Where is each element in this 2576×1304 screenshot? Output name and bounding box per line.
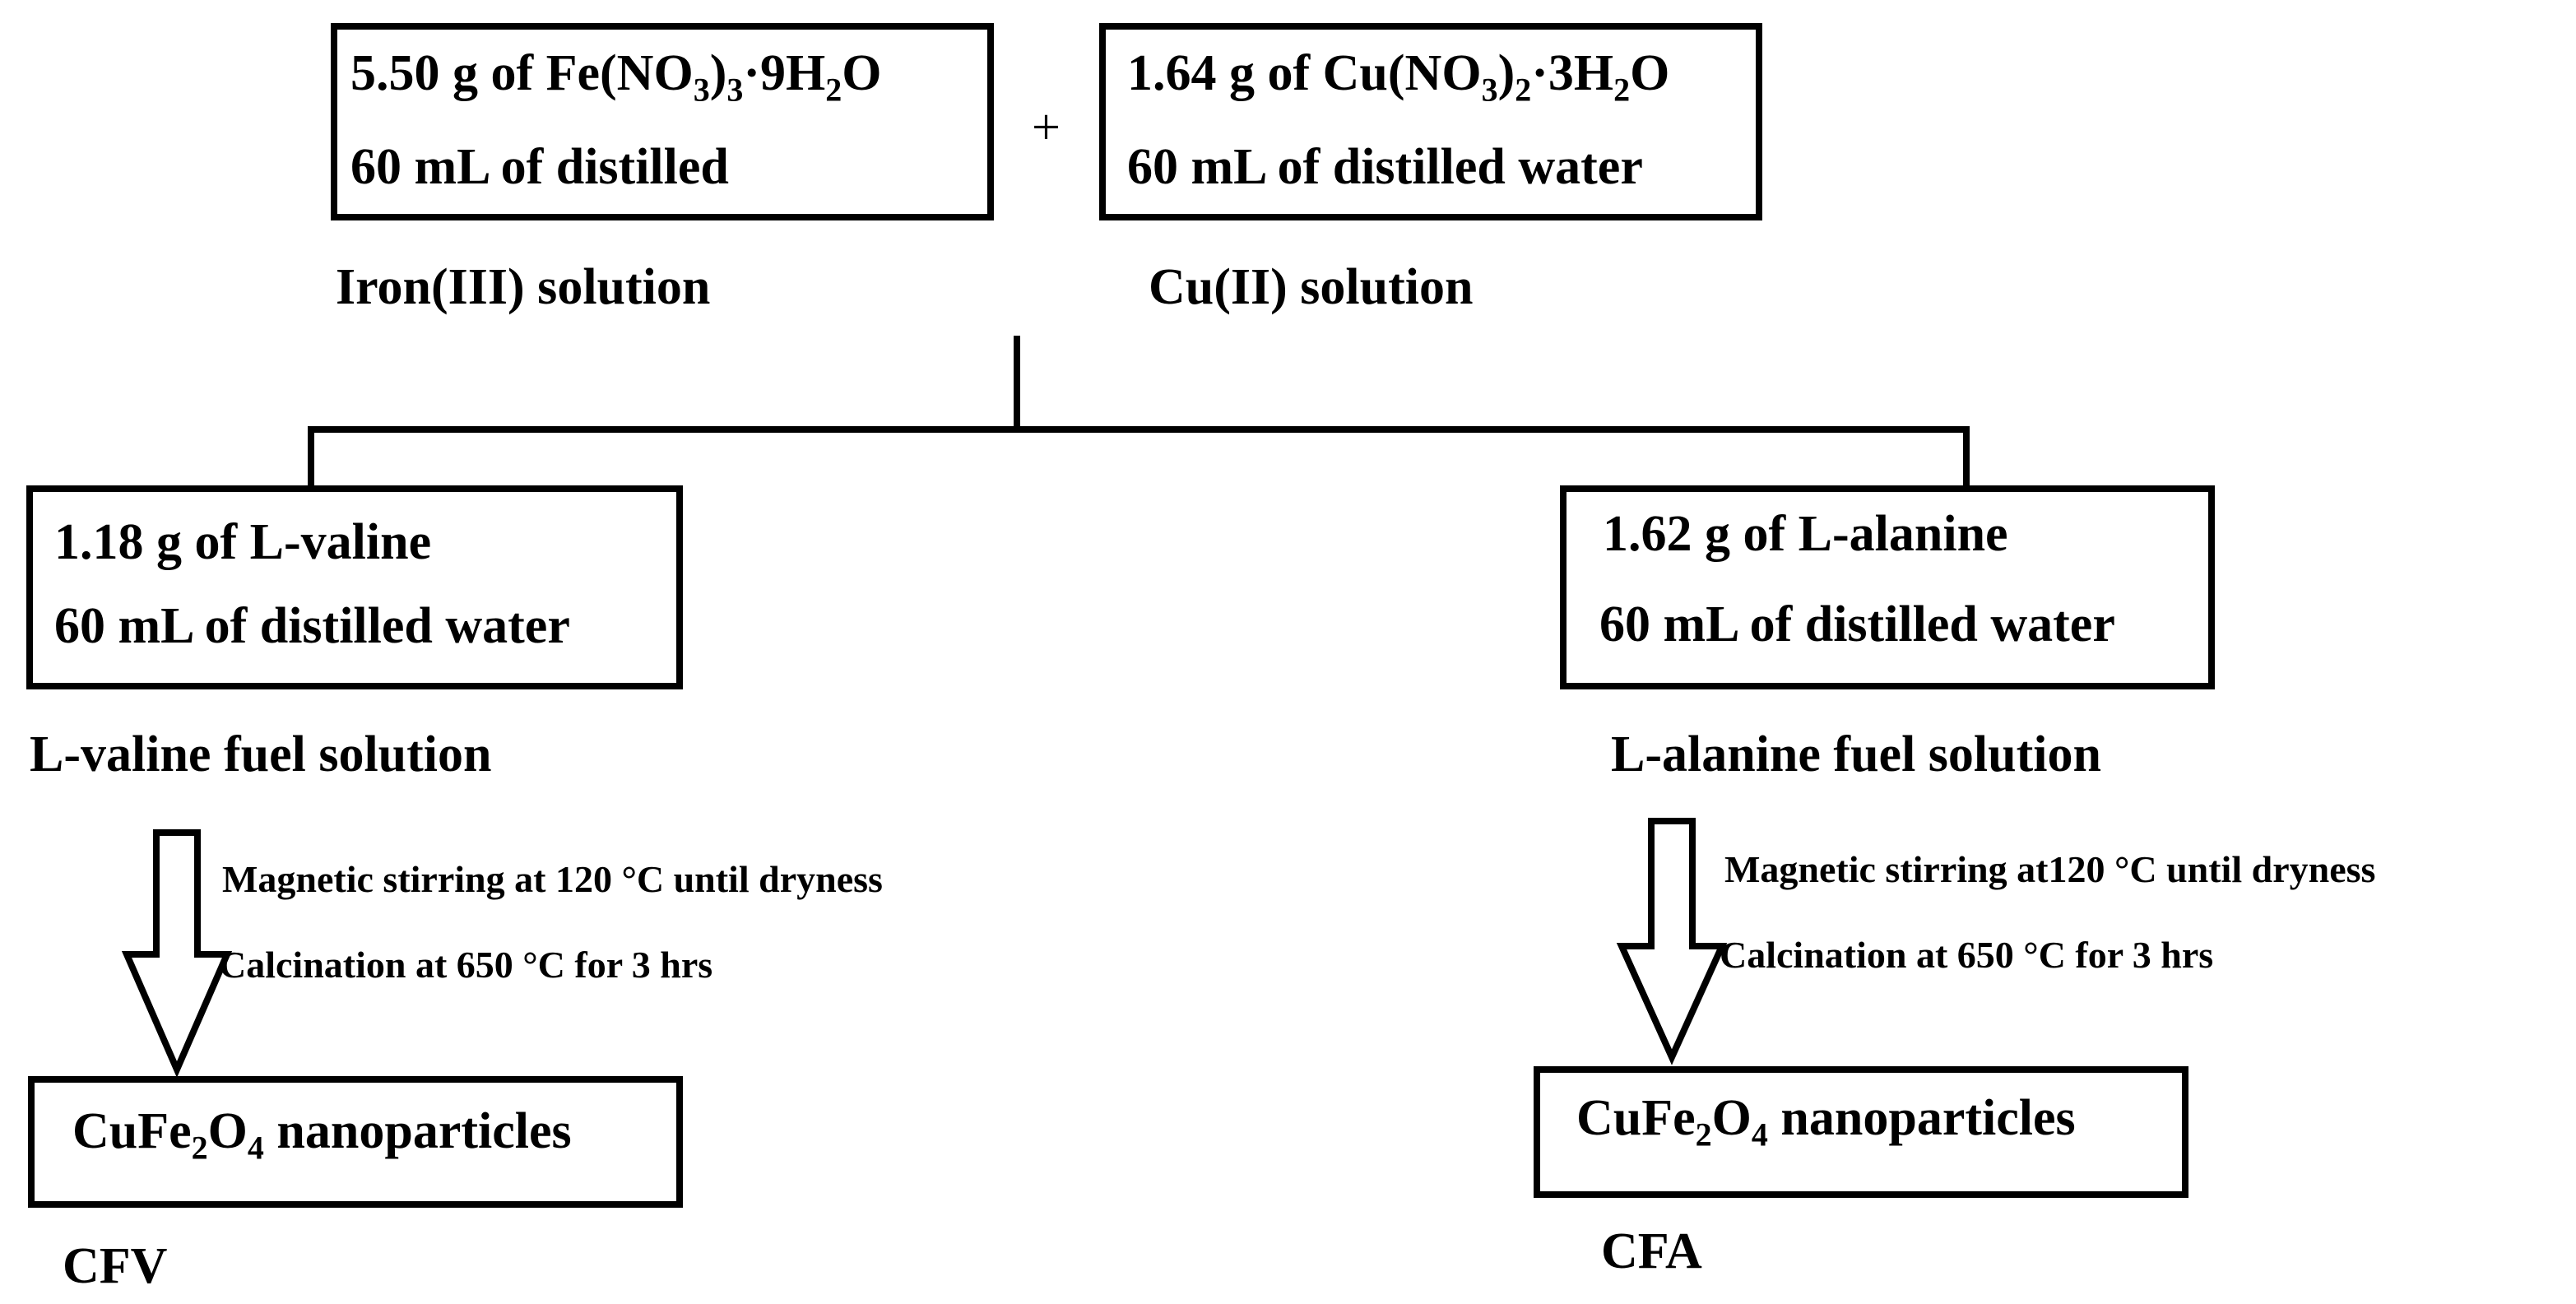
left-product-box — [28, 1076, 683, 1208]
iron-line-1: 5.50 g of Fe(NO3)3·9H2O — [350, 45, 882, 109]
plus-sign: + — [1032, 100, 1061, 155]
iron-line-2: 60 mL of distilled — [350, 139, 729, 195]
right-step-calcination: Calcination at 650 °C for 3 hrs — [1720, 934, 2214, 976]
left-arrow-icon — [121, 829, 233, 1079]
left-product-text: CuFe2O4 nanoparticles — [72, 1103, 572, 1167]
iron-caption: Iron(III) solution — [336, 259, 711, 315]
valine-solution-box — [26, 485, 683, 689]
alanine-line-1: 1.62 g of L-alanine — [1603, 506, 2008, 562]
iron-solution-box — [331, 23, 994, 220]
left-step-calcination: Calcination at 650 °C for 3 hrs — [219, 944, 713, 986]
valine-caption: L-valine fuel solution — [30, 726, 492, 782]
alanine-line-2: 60 mL of distilled water — [1599, 596, 2115, 652]
cu-caption: Cu(II) solution — [1149, 259, 1474, 315]
valine-line-2: 60 mL of distilled water — [54, 598, 570, 654]
right-product-text: CuFe2O4 nanoparticles — [1576, 1090, 2076, 1153]
right-product-label: CFA — [1601, 1223, 1702, 1279]
alanine-solution-box — [1560, 485, 2215, 689]
cu-solution-box — [1099, 23, 1762, 220]
right-product-box — [1534, 1066, 2188, 1198]
cu-line-1: 1.64 g of Cu(NO3)2·3H2O — [1127, 45, 1670, 109]
left-step-stirring: Magnetic stirring at 120 °C until drynes… — [222, 858, 883, 900]
right-arrow-icon — [1616, 818, 1728, 1065]
left-product-label: CFV — [63, 1238, 168, 1294]
alanine-caption: L-alanine fuel solution — [1611, 726, 2101, 782]
valine-line-1: 1.18 g of L-valine — [54, 514, 432, 570]
cu-line-2: 60 mL of distilled water — [1127, 139, 1643, 195]
right-step-stirring: Magnetic stirring at120 °C until dryness — [1724, 848, 2376, 890]
